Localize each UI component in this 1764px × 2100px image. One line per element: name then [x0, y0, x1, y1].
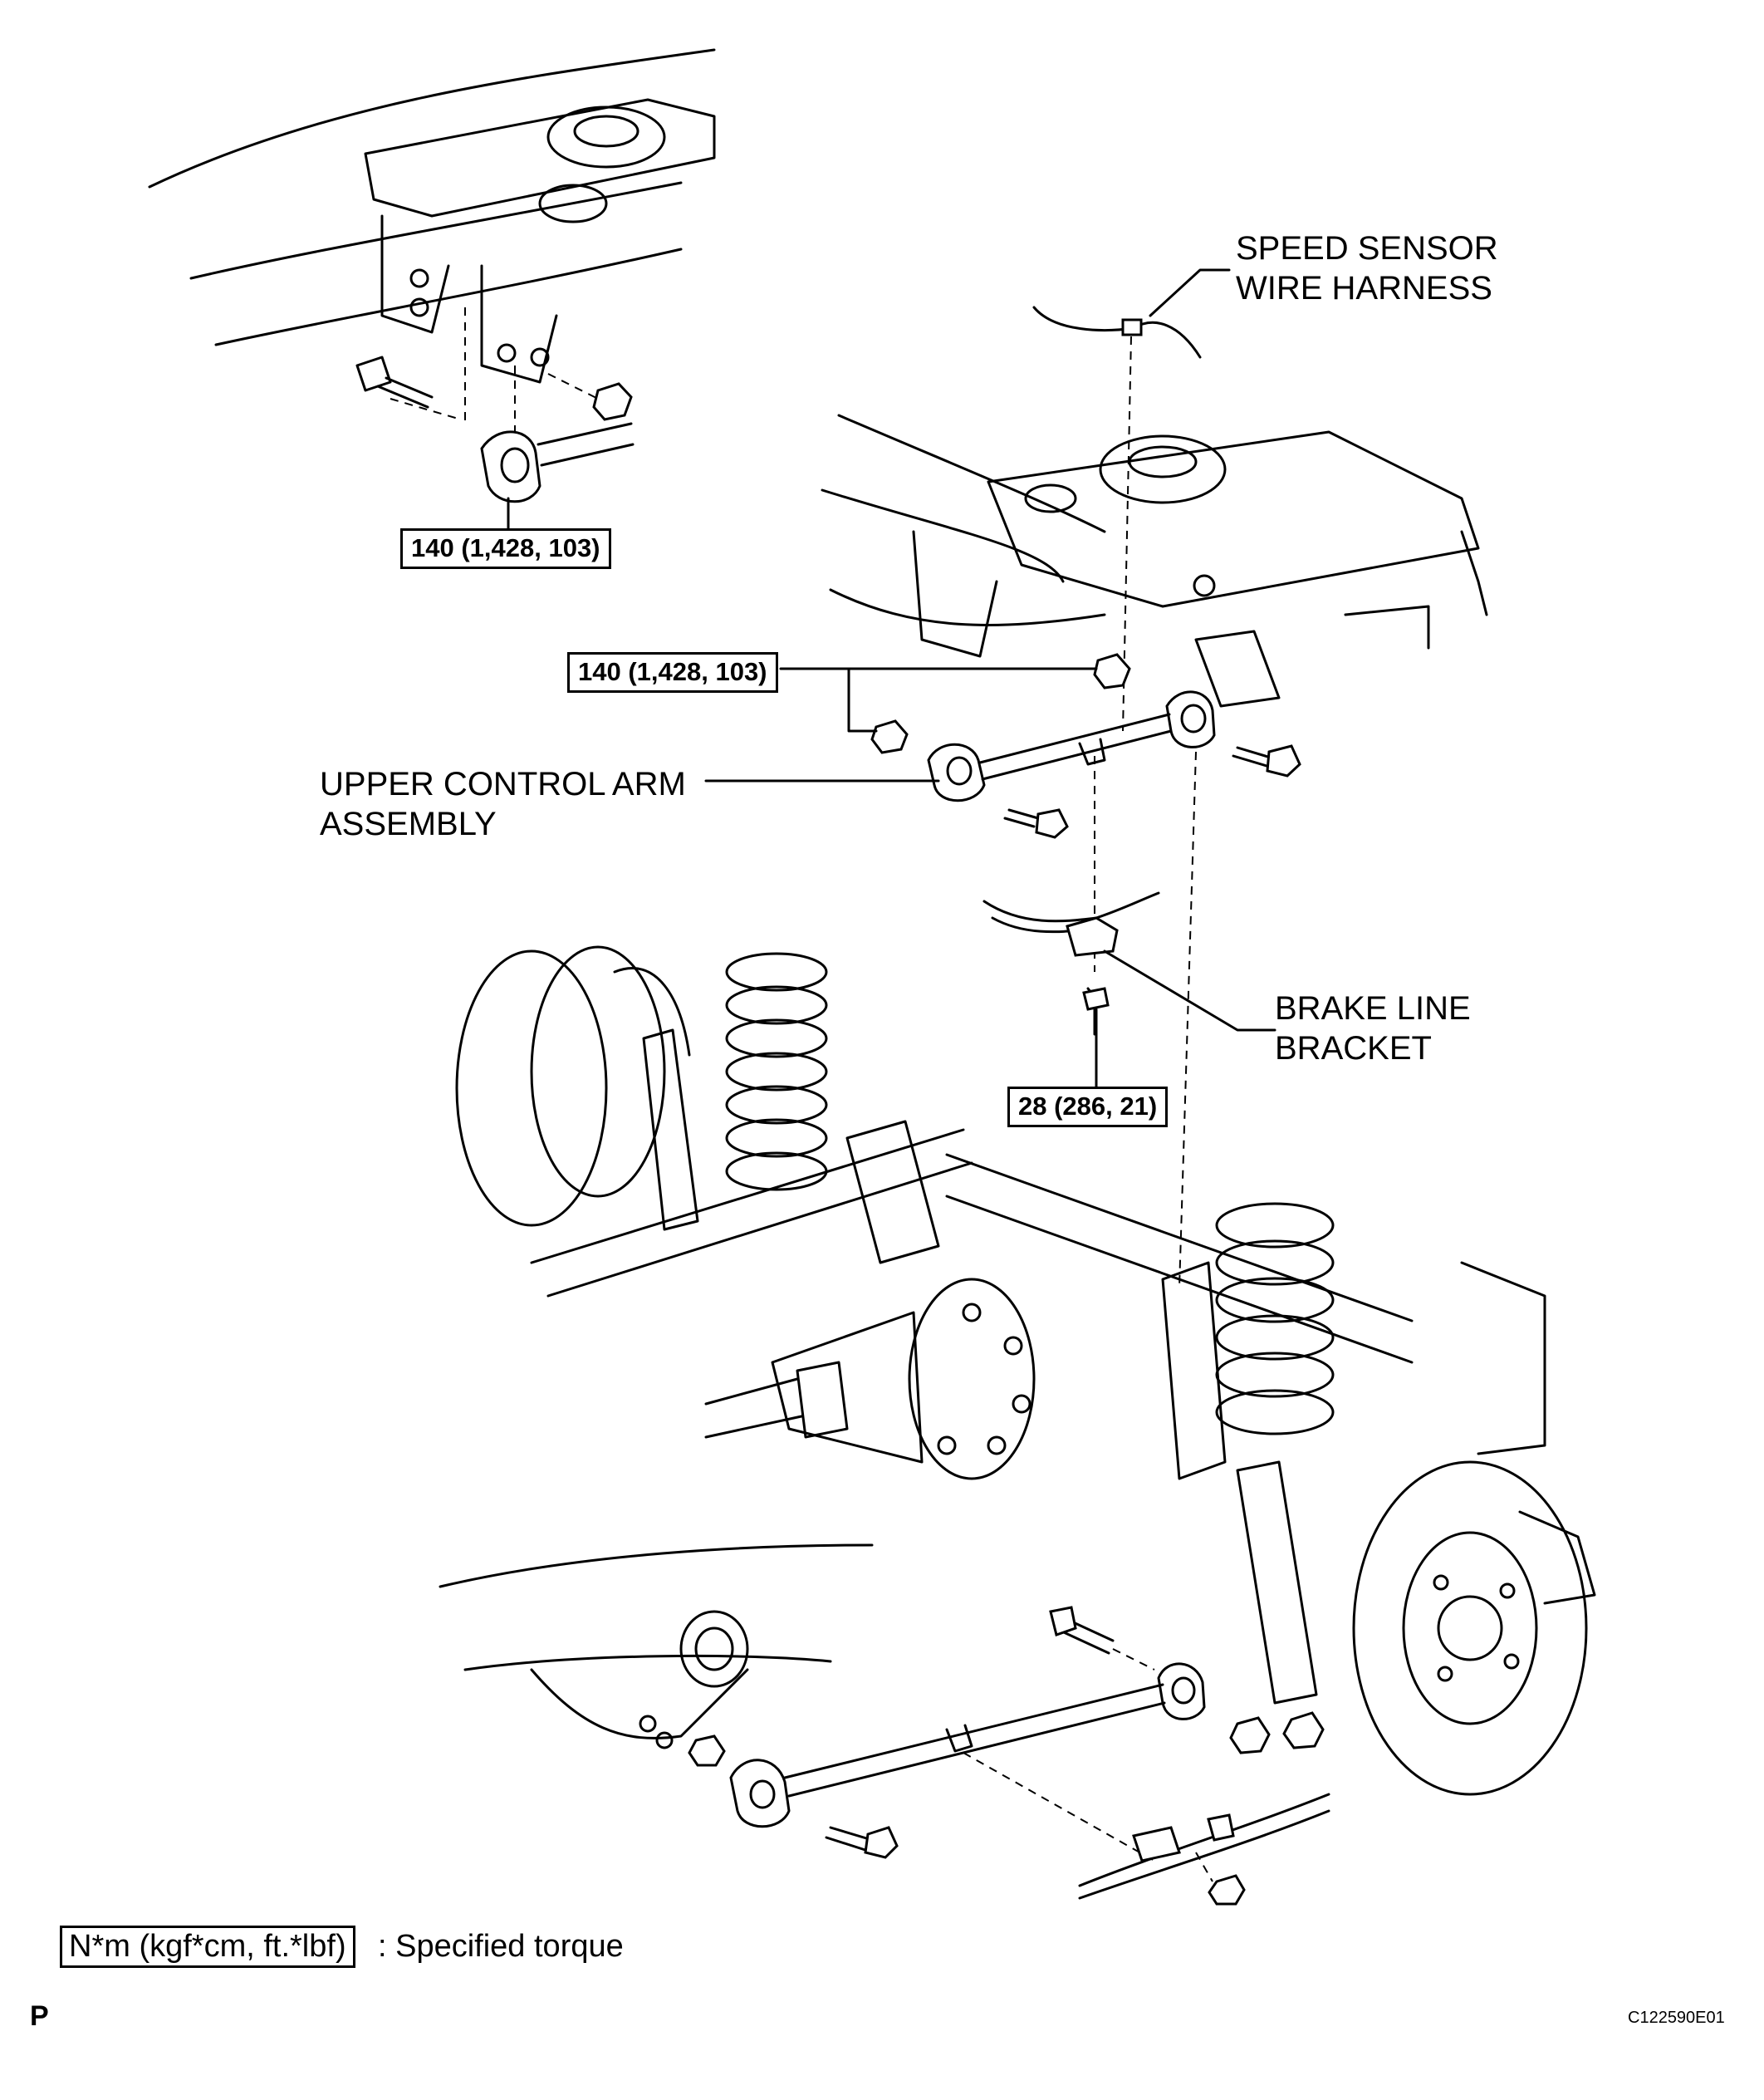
- speed-sensor-harness: [1032, 268, 1231, 732]
- frame-middle: [821, 414, 1488, 708]
- lower-frame-lateral-rod: [439, 1543, 1330, 1906]
- upper-control-arm: [704, 653, 1301, 1288]
- frame-detail-top-left: [148, 48, 716, 533]
- legend-description: : Specified torque: [378, 1929, 624, 1964]
- upper-control-arm-label-line1: UPPER CONTROL ARM: [320, 766, 686, 802]
- figure-code: C122590E01: [1628, 2009, 1725, 2027]
- footer-letter: P: [30, 2000, 49, 2032]
- speed-sensor-label-line2: WIRE HARNESS: [1236, 270, 1492, 307]
- legend-unit-box: N*m (kgf*cm, ft.*lbf): [60, 1926, 355, 1968]
- brake-line-bracket-part: [982, 891, 1276, 1090]
- brake-line-bracket-label-line1: BRAKE LINE: [1275, 990, 1471, 1027]
- speed-sensor-label-line1: SPEED SENSOR: [1236, 230, 1498, 267]
- brake-line-bracket-label-line2: BRACKET: [1275, 1030, 1432, 1067]
- upper-control-arm-label: UPPER CONTROL ARM ASSEMBLY: [320, 764, 686, 844]
- torque-box-middle: 140 (1,428, 103): [567, 652, 778, 693]
- torque-box-top-left: 140 (1,428, 103): [400, 528, 611, 569]
- brake-line-bracket-label: BRAKE LINE BRACKET: [1275, 989, 1471, 1068]
- upper-control-arm-label-line2: ASSEMBLY: [320, 806, 497, 842]
- speed-sensor-label: SPEED SENSOR WIRE HARNESS: [1236, 228, 1498, 308]
- torque-box-bracket-bolt: 28 (286, 21): [1007, 1087, 1169, 1127]
- rear-axle-assembly: [455, 945, 1596, 1796]
